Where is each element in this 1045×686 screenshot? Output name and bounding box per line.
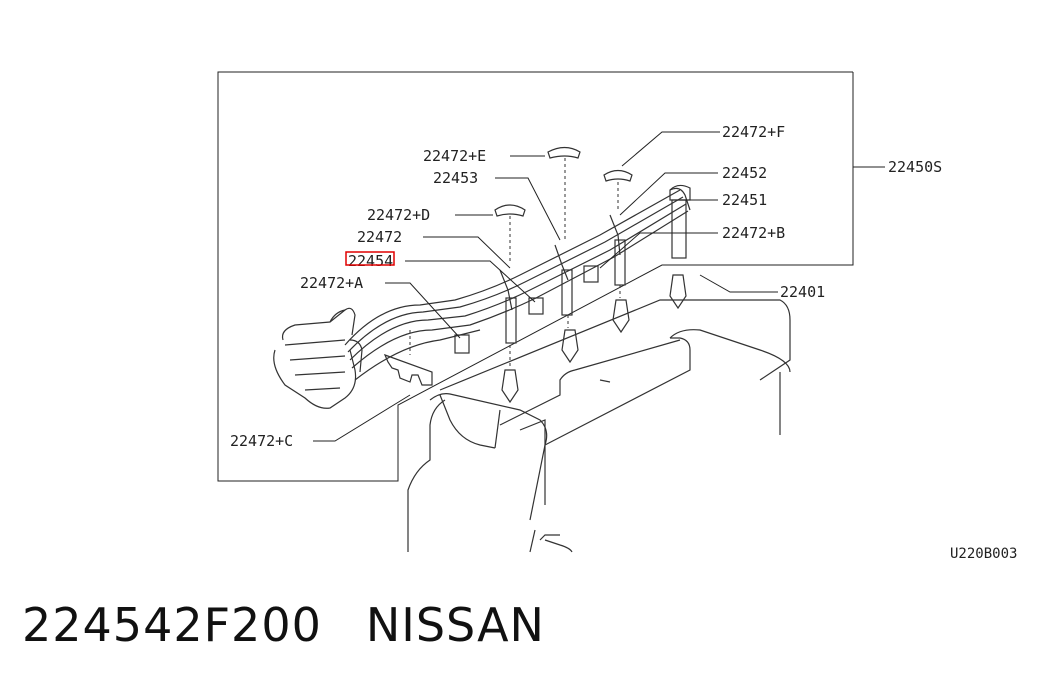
label-22472-b: 22472+B: [722, 224, 785, 242]
highlight-box-22454: [345, 251, 395, 266]
brand-name: NISSAN: [365, 598, 545, 652]
assembly-frame: [217, 71, 854, 482]
leader-lines: [313, 131, 885, 442]
distributor: [273, 307, 363, 409]
label-22450s: 22450S: [888, 158, 942, 176]
ignition-wires: [344, 187, 691, 381]
part-number: 224542F200: [22, 598, 322, 652]
label-22472-e: 22472+E: [423, 147, 486, 165]
dashed-guides: [409, 158, 621, 368]
label-22472-d: 22472+D: [367, 206, 430, 224]
part-footer: 224542F200 NISSAN: [22, 598, 545, 652]
label-22452: 22452: [722, 164, 767, 182]
diagram-code: U220B003: [950, 546, 1017, 562]
engine-block: [407, 299, 791, 553]
label-22453: 22453: [433, 169, 478, 187]
label-22401: 22401: [780, 283, 825, 301]
label-22472-c: 22472+C: [230, 432, 293, 450]
spark-plugs: [501, 274, 687, 404]
label-22472-a: 22472+A: [300, 274, 363, 292]
label-22454: 22454: [348, 252, 393, 270]
wire-clamps: [383, 146, 633, 386]
label-22472-f: 22472+F: [722, 123, 785, 141]
label-22451: 22451: [722, 191, 767, 209]
label-22472: 22472: [357, 228, 402, 246]
